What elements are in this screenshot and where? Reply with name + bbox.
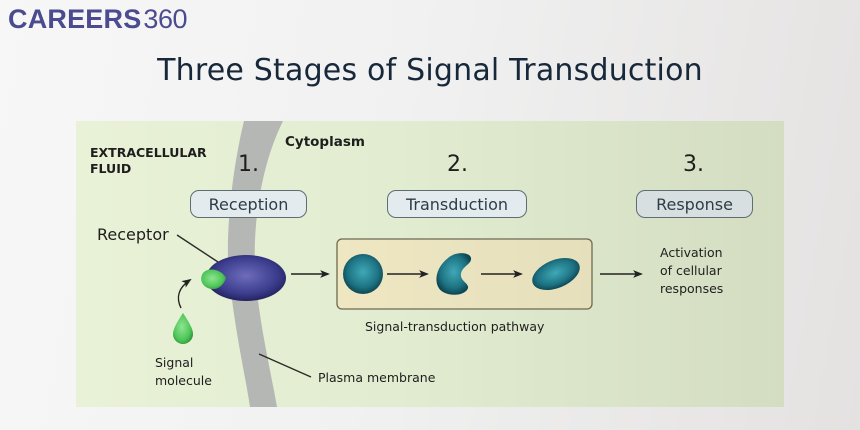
signal-molecule-line-1: Signal: [155, 355, 194, 370]
extracellular-label-line-2: FLUID: [90, 161, 132, 176]
receptor-leader-line: [176, 234, 219, 263]
pathway-box: [336, 238, 593, 310]
response-line-3: responses: [660, 281, 724, 296]
bound-signal-molecule: [201, 269, 226, 290]
logo-wordmark: CAREERS: [8, 4, 142, 34]
logo-number: 360: [143, 4, 187, 34]
extracellular-fluid-label: EXTRACELLULAR FLUID: [90, 145, 207, 177]
receptor-protein: [206, 255, 286, 301]
receptor-label: Receptor: [97, 225, 169, 244]
cytoplasm-label: Cytoplasm: [285, 134, 365, 150]
response-line-2: of cellular: [660, 263, 722, 278]
stage-3-number: 3.: [683, 152, 704, 177]
pathway-label: Signal-transduction pathway: [365, 319, 545, 334]
binding-arrow: [177, 278, 192, 309]
stage-reception-pill: Reception: [190, 190, 307, 218]
response-label: Activation of cellular responses: [660, 244, 723, 298]
plasma-membrane-leader-line: [258, 353, 312, 378]
relay-molecule-1: [343, 254, 383, 294]
stage-2-number: 2.: [447, 152, 468, 177]
extracellular-label-line-1: EXTRACELLULAR: [90, 145, 207, 160]
signal-molecule-line-2: molecule: [155, 373, 212, 388]
careers360-logo[interactable]: CAREERS 360: [8, 4, 187, 40]
response-line-1: Activation: [660, 245, 723, 260]
page-title: Three Stages of Signal Transduction: [157, 53, 703, 88]
stage-1-number: 1.: [238, 152, 259, 177]
plasma-membrane-label: Plasma membrane: [318, 370, 436, 385]
signal-molecule-label: Signal molecule: [155, 354, 212, 390]
relay-molecule-2: [436, 253, 472, 295]
stage-transduction-pill: Transduction: [387, 190, 527, 218]
relay-molecule-3: [532, 257, 580, 291]
signal-molecule: [173, 313, 193, 344]
stage-response-pill: Response: [636, 190, 753, 218]
